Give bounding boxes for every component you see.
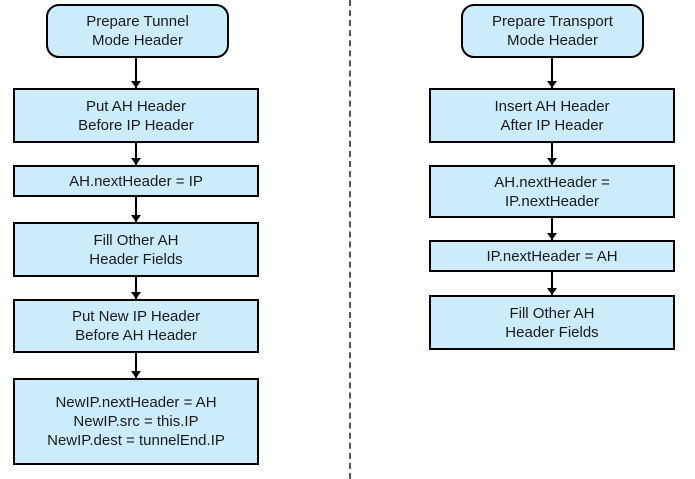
set-new-ip-header-fields[interactable]: NewIP.nextHeader = AH NewIP.src = this.I… — [13, 378, 259, 465]
connector-line — [135, 58, 137, 88]
ah-nextheader-equals-ip-nextheader[interactable]: AH.nextHeader = IP.nextHeader — [429, 165, 675, 218]
connector-line — [551, 218, 553, 240]
arrowhead-icon — [131, 81, 141, 88]
ah-nextheader-equals-ip[interactable]: AH.nextHeader = IP — [13, 165, 259, 197]
arrowhead-icon — [131, 158, 141, 165]
ip-nextheader-equals-ah[interactable]: IP.nextHeader = AH — [429, 240, 675, 272]
prepare-transport-mode-header[interactable]: Prepare Transport Mode Header — [461, 4, 644, 58]
connector-line — [135, 143, 137, 165]
arrowhead-icon — [547, 233, 557, 240]
prepare-tunnel-mode-header[interactable]: Prepare Tunnel Mode Header — [46, 4, 229, 58]
connector-line — [551, 143, 553, 165]
arrowhead-icon — [547, 81, 557, 88]
fill-other-ah-header-fields[interactable]: Fill Other AH Header Fields — [429, 295, 675, 350]
put-new-ip-header-before-ah-header[interactable]: Put New IP Header Before AH Header — [13, 299, 259, 353]
insert-ah-header-after-ip-header[interactable]: Insert AH Header After IP Header — [429, 88, 675, 143]
fill-other-ah-header-fields[interactable]: Fill Other AH Header Fields — [13, 222, 259, 277]
arrowhead-icon — [131, 215, 141, 222]
arrowhead-icon — [131, 371, 141, 378]
connector-line — [135, 353, 137, 378]
connector-line — [135, 277, 137, 299]
arrowhead-icon — [547, 158, 557, 165]
arrowhead-icon — [131, 292, 141, 299]
connector-line — [551, 58, 553, 88]
connector-line — [551, 272, 553, 295]
put-ah-header-before-ip-header[interactable]: Put AH Header Before IP Header — [13, 88, 259, 143]
column-divider — [349, 0, 351, 479]
connector-line — [135, 197, 137, 222]
arrowhead-icon — [547, 288, 557, 295]
